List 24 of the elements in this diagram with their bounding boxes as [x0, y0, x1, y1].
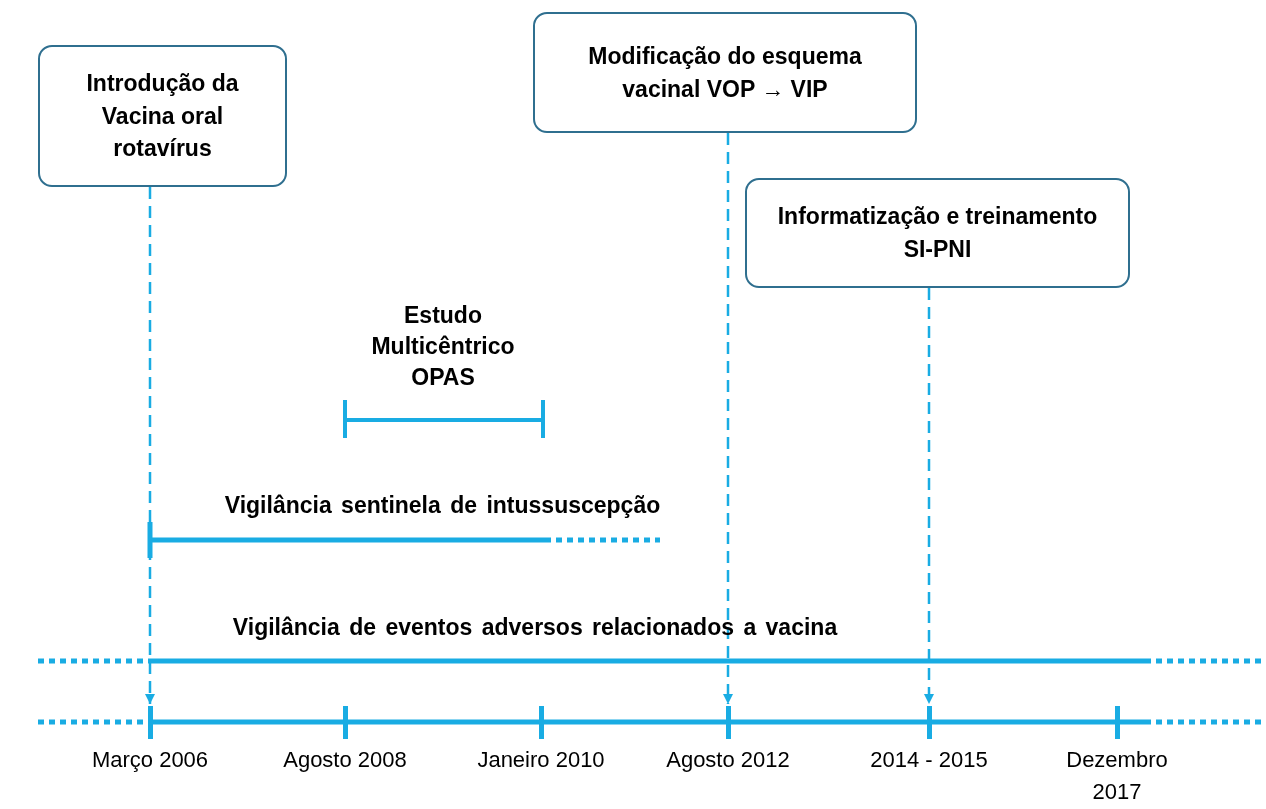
- tick-mark: [342, 706, 348, 739]
- period-label: Vigilância de eventos adversos relacionados a vacina: [231, 613, 839, 642]
- date-label: Dezembro 2017: [1065, 746, 1169, 806]
- event-box: [533, 12, 917, 133]
- date-label: 2014 - 2015: [869, 746, 989, 774]
- dashed-arrow: [145, 187, 155, 704]
- tick-mark: [926, 706, 932, 739]
- event-text: Informatização e treinamento SI-PNI: [776, 202, 1099, 264]
- tick-mark: [1114, 706, 1120, 739]
- date-label: Agosto 2008: [282, 746, 408, 774]
- tick-mark: [147, 706, 153, 739]
- tick-mark: [725, 706, 731, 739]
- dashed-arrow: [723, 133, 733, 704]
- date-label: Março 2006: [90, 746, 210, 774]
- tick-mark: [538, 706, 544, 739]
- study-label: Estudo Multicêntrico OPAS: [370, 301, 516, 393]
- period-label: Vigilância sentinela de intussuscepção: [223, 491, 662, 520]
- date-label: Janeiro 2010: [476, 746, 606, 774]
- date-label: Agosto 2012: [665, 746, 791, 774]
- dashed-arrow: [924, 288, 934, 704]
- event-text: Introdução da Vacina oral rotavírus: [85, 69, 240, 164]
- event-text: Modificação do esquema vacinal VOP → VIP: [587, 41, 863, 104]
- event-box: [745, 178, 1130, 288]
- event-box: [38, 45, 287, 187]
